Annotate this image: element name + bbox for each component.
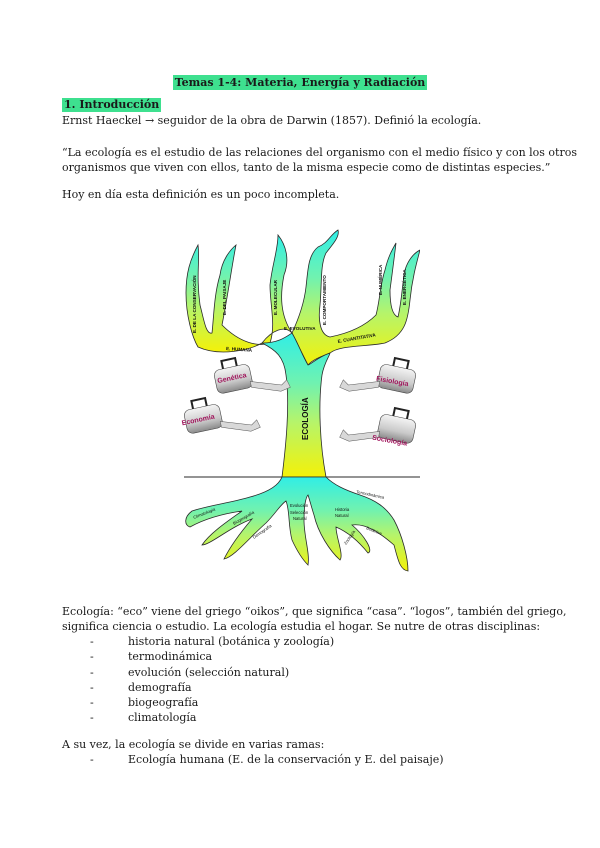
label-e-paisaje: E. DEL PAISAJE [222,280,227,315]
root-label-termodinamica: Termodinámica [356,489,385,500]
list-item: -biogeografía [90,696,199,710]
watering-can-genetica: Genética [214,356,291,394]
ecology-tree-figure: E. DE LA CONSERVACIÓN E. DEL PAISAJE E. … [180,215,421,580]
remark-paragraph: Hoy en día esta definición es un poco in… [62,188,340,201]
list-item: -historia natural (botánica y zoología) [90,635,335,648]
list-item: -evolución (selección natural) [90,665,290,679]
section-heading: 1. Introducción [62,98,162,112]
document-title-text: Temas 1-4: Materia, Energía y Radiación [172,75,428,90]
list-item: -Ecología humana (E. de la conservación … [90,753,444,766]
root-label-botanica: Botánica [366,525,384,536]
label-e-cuantitativa: E. CUANTITATIVA [337,332,376,344]
label-e-conservacion: E. DE LA CONSERVACIÓN [190,275,197,333]
document-title: Temas 1-4: Materia, Energía y Radiación [0,71,600,90]
list-item: -climatología [90,711,197,725]
quote-line-1: “La ecología es el estudio de las relaci… [62,146,578,159]
list-item: -termodinámica [90,650,213,664]
tree-roots [185,476,409,572]
disciplines-list: -historia natural (botánica y zoología) … [62,634,334,726]
watering-can-sociologia [339,406,416,444]
root-label-seleccion-2: Natural [293,516,307,521]
quote-line-2: organismos que viven con ellos, tanto de… [62,161,551,174]
label-e-comportamiento: E. COMPORTAMIENTO [322,275,327,325]
watering-can-economia: Economía [181,396,261,434]
branches-intro: A su vez, la ecología se divide en varia… [62,738,325,751]
tree-canopy [185,233,293,353]
list-item: -demografía [90,680,192,694]
etymology-line-1: Ecología: “eco” viene del griego “oikos”… [62,605,567,618]
intro-paragraph: Ernst Haeckel → seguidor de la obra de D… [62,114,482,127]
root-label-historia-2: Natural [335,513,349,518]
trunk-label: ECOLOGÍA [301,397,310,440]
label-e-humana: E. HUMANA [226,346,253,353]
root-label-seleccion-1: Selección [290,510,309,515]
label-e-energetica: E. ENERGÉTICA [400,269,407,305]
label-e-numerica: E. NUMÉRICA [376,264,383,295]
label-e-molecular: E. MOLECULAR [273,279,278,315]
root-label-historia-1: Historia [335,507,350,512]
watering-can-fisiologia [339,356,416,394]
etymology-line-2: significa ciencia o estudio. La ecología… [62,620,541,633]
label-e-evolutiva: E. EVOLUTIVA [284,326,316,331]
tree-trunk [261,332,331,478]
root-label-evolucion: Evolución [290,503,309,508]
branches-list: -Ecología humana (E. de la conservación … [62,752,444,767]
